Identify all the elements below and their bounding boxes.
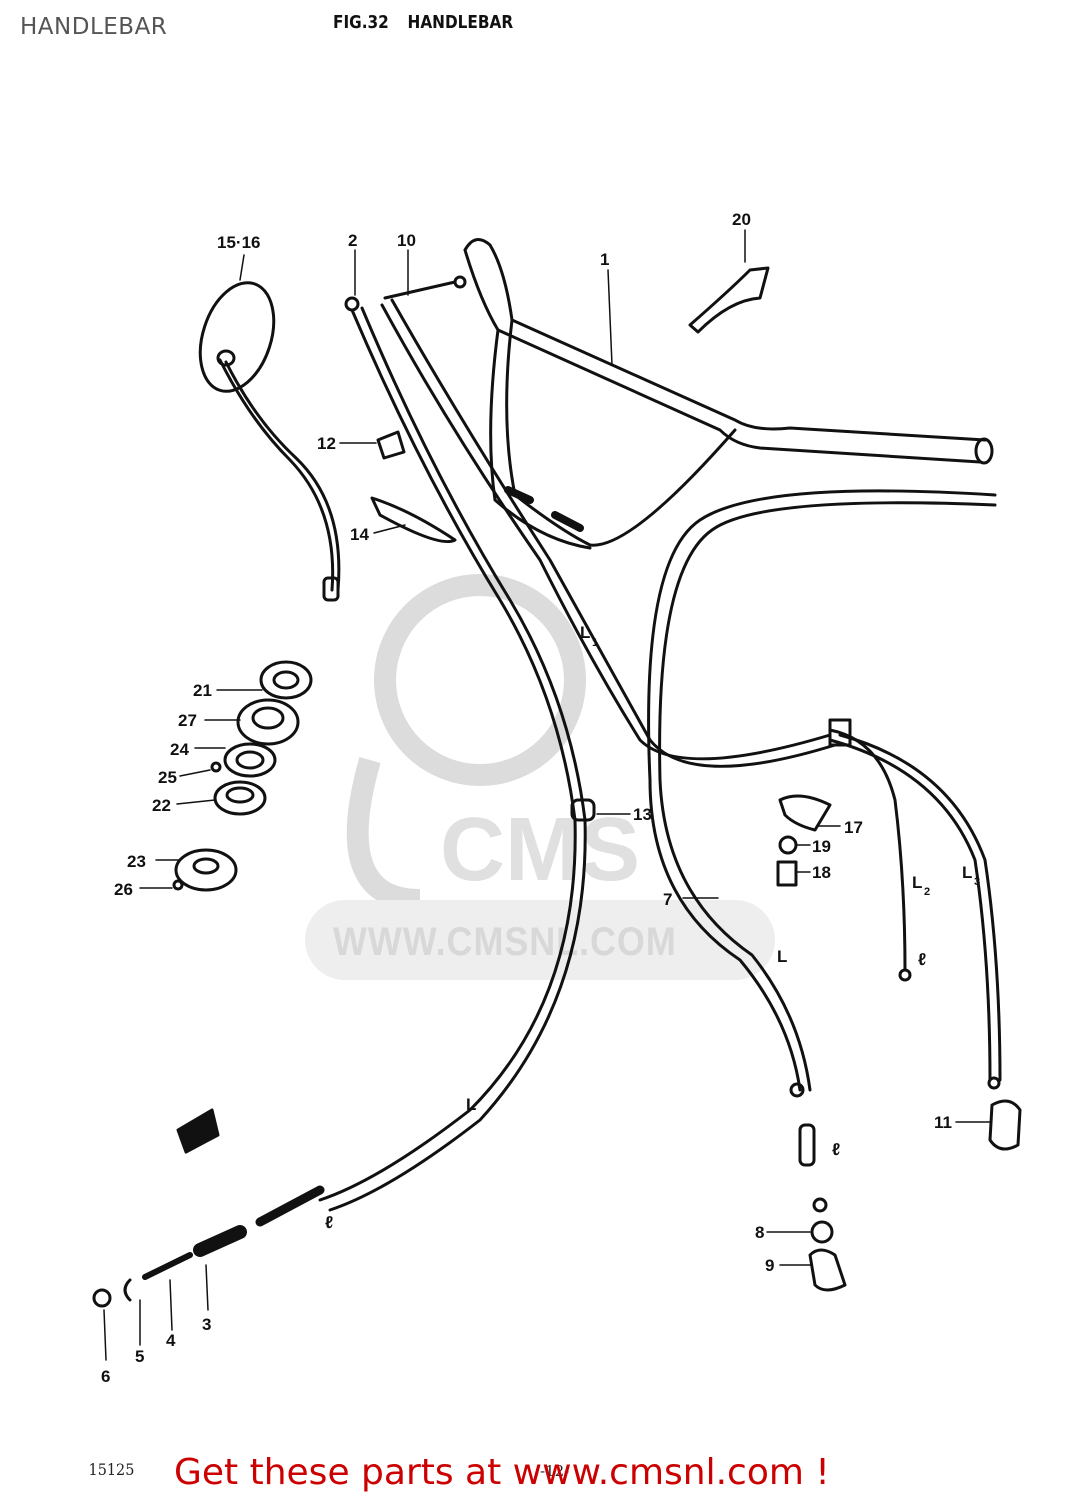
dimension-l2: L — [912, 873, 922, 892]
callout-21: 21 — [193, 681, 212, 700]
callout-11: 11 — [934, 1113, 952, 1132]
bracket-part-17 — [778, 794, 832, 832]
bolt-part-18 — [776, 860, 798, 887]
cables-l2-l3 — [828, 718, 1002, 1090]
bracket-part-20 — [688, 266, 770, 334]
callout-20: 20 — [732, 210, 751, 229]
figure-title: FIG.32 HANDLEBAR — [333, 12, 532, 33]
cable-part-7 — [647, 489, 997, 1213]
handlebar-part — [463, 238, 994, 550]
cable-adjuster-parts — [92, 1185, 325, 1308]
grip-part-9 — [808, 1248, 847, 1292]
callout-9: 9 — [765, 1256, 774, 1275]
clamp-part-12 — [376, 430, 406, 460]
dimension-tip-l2: ℓ — [918, 950, 926, 969]
cable-clip-part — [176, 1108, 220, 1154]
dimension-l3: L — [962, 863, 972, 882]
clip-part-13 — [570, 798, 596, 822]
callout-17: 17 — [844, 818, 863, 837]
callout-12: 12 — [317, 434, 336, 453]
callout-25: 25 — [158, 768, 177, 787]
page-title: HANDLEBAR — [20, 14, 168, 40]
dimension-l1: L — [580, 623, 590, 642]
callout-18: 18 — [812, 863, 831, 882]
plate-part-14 — [370, 496, 457, 544]
callout-14: 14 — [350, 525, 369, 544]
callout-13: 13 — [633, 805, 652, 824]
callout-2: 2 — [348, 231, 357, 250]
callout-19: 19 — [812, 837, 831, 856]
callout-1: 1 — [600, 250, 609, 269]
callout-22: 22 — [152, 796, 171, 815]
callout-labels: 1 2 3 4 5 6 7 8 9 10 11 12 13 14 15·16 1… — [101, 210, 980, 1386]
callout-15-16: 15·16 — [217, 233, 260, 252]
steering-bearing-stack — [172, 660, 313, 892]
callout-26: 26 — [114, 880, 133, 899]
figure-name: HANDLEBAR — [407, 12, 514, 33]
figure-number: FIG.32 — [333, 12, 389, 33]
dimension-l1-sub: 1 — [592, 637, 598, 649]
dimension-l2-sub: 2 — [924, 886, 930, 898]
washer-part-19 — [778, 835, 798, 855]
dimension-cable-right: L — [777, 947, 787, 966]
callout-6: 6 — [101, 1367, 110, 1386]
model-code: 15125 — [88, 1460, 135, 1479]
dimension-tip-left: ℓ — [325, 1213, 333, 1232]
callout-5: 5 — [135, 1347, 144, 1366]
page-number: -12- — [540, 1462, 570, 1480]
parts-shop-link[interactable]: Get these parts at www.cmsnl.com ! — [174, 1452, 830, 1493]
dimension-cable-main: L — [466, 1095, 476, 1114]
watermark-url: WWW.CMSNL.COM — [333, 920, 677, 964]
callout-10: 10 — [397, 231, 416, 250]
callout-24: 24 — [170, 740, 189, 759]
dimension-l3-sub: 3 — [974, 876, 980, 888]
callout-27: 27 — [178, 711, 197, 730]
watermark-brand: CMS — [440, 800, 640, 900]
mirror-part — [198, 281, 341, 602]
callout-3: 3 — [202, 1315, 211, 1334]
callout-8: 8 — [755, 1223, 764, 1242]
throttle-cables — [318, 275, 837, 1212]
callout-4: 4 — [166, 1331, 176, 1350]
callout-23: 23 — [127, 852, 146, 871]
nut-part-8 — [810, 1220, 834, 1244]
grip-part-11 — [988, 1099, 1022, 1151]
dimension-tip-right: ℓ — [832, 1140, 840, 1159]
callout-7: 7 — [663, 890, 672, 909]
